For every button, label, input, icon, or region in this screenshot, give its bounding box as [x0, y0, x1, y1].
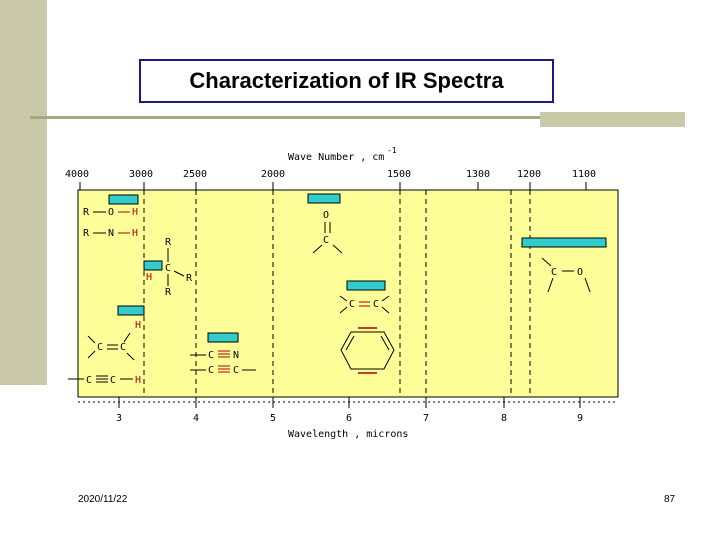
nh-n-label: N [108, 228, 114, 239]
footer-date: 2020/11/22 [78, 494, 128, 505]
top-axis-superscript: -1 [387, 146, 397, 155]
cc-c2-label: C [373, 299, 379, 310]
coc-structure: C O [541, 257, 591, 293]
vinyl-c1-label: C [97, 342, 103, 353]
top-axis-title: Wave Number , cm [288, 152, 384, 163]
absorption-bands [108, 193, 607, 343]
title-rule-block [540, 112, 685, 127]
bottom-tick-5: 5 [270, 413, 276, 424]
nh-h-label: H [132, 228, 138, 239]
triple-bond-structures: C N C C [190, 350, 256, 376]
band-vinyl-ch [117, 305, 145, 316]
oh-nh-structures: R O H R N H [83, 207, 138, 239]
oh-o-label: O [108, 207, 114, 218]
vinyl-h-label: H [135, 320, 141, 331]
band-oh [108, 194, 139, 205]
coc-c-label: C [551, 267, 557, 278]
dashed-guides [143, 190, 531, 397]
slide-title: Characterization of IR Spectra [139, 59, 554, 103]
bottom-tick-marks [78, 397, 618, 408]
top-tick-2000: 2000 [261, 169, 285, 180]
nitrile-c-label: C [208, 350, 214, 361]
sidebar-decoration [0, 0, 47, 385]
bottom-tick-6: 6 [346, 413, 352, 424]
band-triple [207, 332, 239, 343]
top-tick-1200: 1200 [517, 169, 541, 180]
co-c-label: C [323, 235, 329, 246]
ch-r2-label: R [186, 273, 193, 284]
alkene-structure: C C [339, 295, 390, 314]
ch-r3-label: R [165, 287, 172, 298]
top-tick-4000: 4000 [65, 169, 89, 180]
co-o-label: O [323, 210, 329, 221]
band-ch [143, 260, 163, 271]
band-coc [521, 237, 607, 248]
ch-r1-label: R [165, 237, 172, 248]
alkyne2-c2-label: C [233, 365, 239, 376]
vinyl-c2-label: C [120, 342, 126, 353]
footer-page-number: 87 [664, 494, 676, 505]
top-tick-1500: 1500 [387, 169, 411, 180]
vinyl-structure: H C C [87, 320, 141, 361]
bottom-axis-title: Wavelength , microns [288, 429, 408, 440]
nitrile-n-label: N [233, 350, 239, 361]
ch-structure: R C H R R [146, 237, 193, 298]
top-tick-3000: 3000 [129, 169, 153, 180]
cc-c1-label: C [349, 299, 355, 310]
bottom-tick-3: 3 [116, 413, 122, 424]
bottom-tick-4: 4 [193, 413, 199, 424]
band-carbonyl [307, 193, 341, 204]
oh-r-label: R [83, 207, 90, 218]
top-tick-1100: 1100 [572, 169, 596, 180]
alkyne2-c1-label: C [208, 365, 214, 376]
benzene-ring [340, 327, 395, 374]
top-tick-labels: 4000 3000 2500 2000 1500 1300 1200 1100 [65, 169, 596, 180]
ch-h-label: H [146, 272, 152, 283]
band-cc [346, 280, 386, 291]
chart-panel [77, 189, 619, 398]
bottom-tick-8: 8 [501, 413, 507, 424]
top-tick-2500: 2500 [183, 169, 207, 180]
top-tick-marks [79, 182, 587, 190]
alkyne-c2-label: C [110, 375, 116, 386]
alkyne-c1-label: C [86, 375, 92, 386]
title-rule [30, 116, 540, 119]
coc-o-label: O [577, 267, 583, 278]
oh-h-label: H [132, 207, 138, 218]
ch-c-label: C [165, 263, 171, 274]
bottom-tick-9: 9 [577, 413, 583, 424]
top-tick-1300: 1300 [466, 169, 490, 180]
bottom-tick-labels: 3 4 5 6 7 8 9 [116, 413, 583, 424]
alkyne-h-label: H [135, 375, 141, 386]
carbonyl-structure: O C [312, 210, 343, 254]
nh-r-label: R [83, 228, 90, 239]
bottom-tick-7: 7 [423, 413, 429, 424]
alkyne-structure: C C H [68, 375, 141, 386]
